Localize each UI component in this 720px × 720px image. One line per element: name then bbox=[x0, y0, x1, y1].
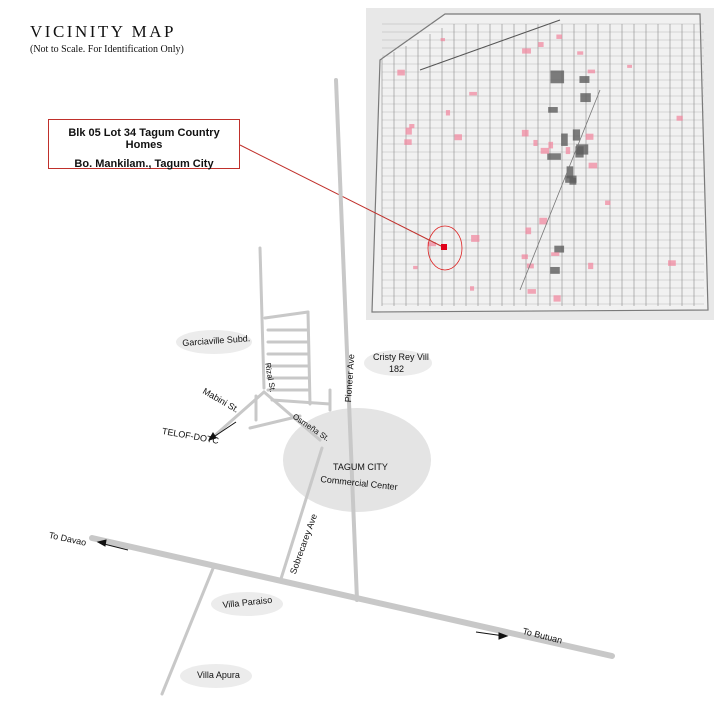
villa-apura-blob bbox=[180, 664, 252, 688]
highway-road bbox=[89, 535, 615, 659]
property-callout: Blk 05 Lot 34 Tagum Country Homes Bo. Ma… bbox=[48, 119, 240, 170]
cristy-label-line-1: Cristy Rey Vill bbox=[373, 352, 429, 362]
road-network bbox=[89, 78, 615, 696]
garciaville-blob bbox=[176, 330, 252, 354]
to-butuan-arrow bbox=[475, 631, 509, 640]
pioneer-ave-road bbox=[334, 78, 359, 602]
target-lot-marker bbox=[441, 244, 447, 250]
map-title: VICINITY MAP bbox=[30, 22, 177, 41]
subdivision-plan-image bbox=[366, 8, 714, 320]
to-davao-arrow bbox=[96, 539, 129, 551]
map-subtitle: (Not to Scale. For Identification Only) bbox=[30, 44, 184, 55]
target-lot-circle bbox=[427, 225, 463, 271]
cristy-blob bbox=[364, 350, 432, 376]
villa-paraiso-blob bbox=[211, 592, 283, 616]
villa-apura-label: Villa Apura bbox=[197, 670, 240, 680]
callout-line-2: Bo. Mankilam., Tagum City bbox=[74, 158, 214, 170]
cristy-label-line-2: 182 bbox=[389, 364, 405, 374]
sobrecarey-ave-road bbox=[278, 446, 324, 584]
villa-apura-road bbox=[160, 564, 216, 696]
commercial-center-area bbox=[283, 408, 431, 512]
telof-arrow bbox=[207, 421, 237, 441]
villa-road-branch bbox=[258, 246, 266, 390]
tagum-city-label: TAGUM CITY bbox=[333, 462, 388, 472]
callout-line-1: Blk 05 Lot 34 Tagum Country Homes bbox=[68, 127, 220, 151]
